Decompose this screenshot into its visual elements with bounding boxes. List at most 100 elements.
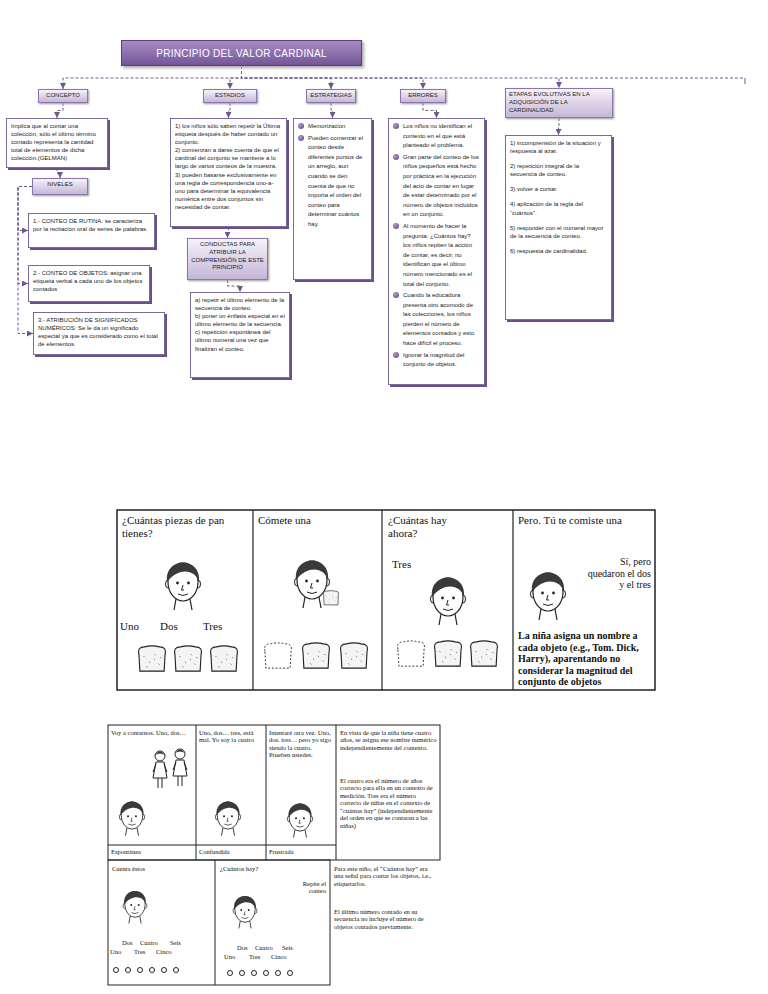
comic-text: Uno [120,620,150,633]
counted-objects [114,968,293,976]
node-text: Cuando la educadora presenta otro acomod… [403,291,480,349]
comic-text: Cuatro [255,944,279,951]
node-text: PRINCIPIO DEL VALOR CARDINAL [156,48,327,59]
comic-frame [108,860,330,985]
node-text: ERRORES [404,92,442,100]
comic-text: Uno [224,953,242,960]
dashed-connector [228,280,241,292]
dashed-connector [57,168,60,178]
node-text: c) repetición espontánea del último nume… [195,328,285,352]
object-dot [138,968,143,973]
comic-text-box: Voy a contarnos. Uno, dos… [111,729,191,736]
bread [323,591,338,605]
node-text: 2.- CONTEO DE OBJETOS: asignar una etiqu… [33,269,145,293]
bullet-dot [298,123,304,129]
comic-text: Repite el conteo [290,880,326,895]
category-header: ETAPAS EVOLUTIVAS EN LA ADQUISICIÓN DE L… [505,88,613,118]
bread [471,641,498,666]
comic-text-box: La niña asigna un nombre a cada objeto (… [518,630,652,688]
dashed-connector [57,103,63,118]
title-box: PRINCIPIO DEL VALOR CARDINAL [121,40,362,66]
comic-text-box: Tres [134,948,152,955]
bullet-dot [393,352,399,358]
child-face [287,803,312,837]
content-box: 1.- CONTEO DE RUTINA: se caracteriza por… [28,213,155,248]
node-text: 5) responder con el numeral mayor de la … [510,224,607,240]
comic-text: Sí, pero quedaron el dos y el tres [585,556,651,591]
comic-text: Uno, dos… tres, está mal. Yo soy la cuat… [199,729,263,744]
comic-text-box: Espontánea [111,848,171,855]
category-header: CONDUCTAS PARA ATRIBUIR LA COMPRENSIÓN D… [187,238,268,280]
comic-text-box: Cuenta éstos [112,865,182,872]
node-text: Gran parte del conteo de los niños peque… [403,153,480,220]
node-text: 3.- ATRIBUCIÓN DE SIGNIFICADOS NUMÉRICOS… [38,316,160,348]
comic-text-box: El último número contado en su secuencia… [334,908,438,930]
comic-text-box: Confundida [199,848,259,855]
content-box: MemorizaciónPueden comenzar el conteo de… [293,118,372,280]
panel-divider [108,725,336,860]
object-dot [252,971,257,976]
child-face [431,578,466,626]
comic-text: Uno [110,948,128,955]
bread [435,641,462,666]
bullet-item: Gran parte del conteo de los niños peque… [393,153,480,220]
node-text: b) poner un énfasis especial en el últim… [195,312,285,328]
bullet-item: Cuando la educadora presenta otro acomod… [393,291,480,349]
bread [303,643,330,668]
comic-text-box: Intentaré otra vez. Uno, dos. tres… pero… [269,729,334,759]
panel-divider [253,510,513,690]
bread [341,643,368,668]
bullet-item: Pueden comenzar el conteo desde diferent… [298,134,367,230]
node-text: 1) los niños sólo saben repetir la Últim… [175,122,282,146]
comic-text-box: Cómete una [258,514,378,527]
comic-text: Cinco [271,953,293,960]
comic-frame [108,725,440,860]
comic-text: ¿Cuántas piezas de pan tienes? [122,514,242,539]
node-text: Pueden comenzar el conteo desde diferent… [308,134,367,230]
bullet-item: Memorización [298,122,367,132]
comic-text-box: Frustrada [269,848,329,855]
comic-text-box: Sí, pero quedaron el dos y el tres [585,556,651,591]
bread [175,646,202,671]
comic-text: Seis [170,939,190,946]
node-text: 6) respuesta de cardinalidad. [510,247,607,255]
bullet-item: Los niños no identifican el contexto en … [393,122,480,151]
comic-text: Dos [122,939,140,946]
object-dot [276,971,281,976]
comic-text-box: Cuatro [255,944,279,951]
node-text: ESTADIOS [207,92,253,100]
node-text: Memorización [308,122,345,132]
panel-divider [215,860,216,985]
object-dot [174,968,179,973]
content-box: 2.- CONTEO DE OBJETOS: asignar una etiqu… [28,265,150,302]
bullet-dot [298,135,304,141]
dashed-connector [423,103,437,118]
node-text: Implica que al contar una colección, sól… [11,122,103,162]
dashed-line [560,78,745,79]
dashed-line [745,78,746,84]
dashed-connector [18,187,33,334]
dashed-connector [331,103,333,118]
comic-text-box: Cuatro [140,939,164,946]
comic-text-box: Dos [237,944,255,951]
comic-text: Tres [203,620,233,633]
node-text: NIVELES [36,181,84,189]
comic-text-box: Pero. Tú te comiste una [518,514,650,527]
content-box: 1) los niños sólo saben repetir la Últim… [170,118,287,227]
comic-text-box: Dos [122,939,140,946]
comic-text: Seis [282,944,302,951]
node-text: ETAPAS EVOLUTIVAS EN LA ADQUISICIÓN DE L… [509,91,609,114]
dashed-connector [242,66,560,88]
comic-text-box: Tres [249,953,267,960]
bread [398,641,425,666]
bread [139,646,166,671]
category-header: ESTRATEGIAS [306,89,356,103]
node-text: a) repetir el último elemento de la secu… [195,296,285,312]
comic-text-box: Uno, dos… tres, está mal. Yo soy la cuat… [199,729,263,744]
child-face [531,573,566,621]
bullet-item: Al momento de hacer la pregunta: ¿Cuánto… [393,222,480,289]
comic-text: Para este niño, el “Cuántos hay” era una… [334,865,438,887]
bread [211,646,238,671]
